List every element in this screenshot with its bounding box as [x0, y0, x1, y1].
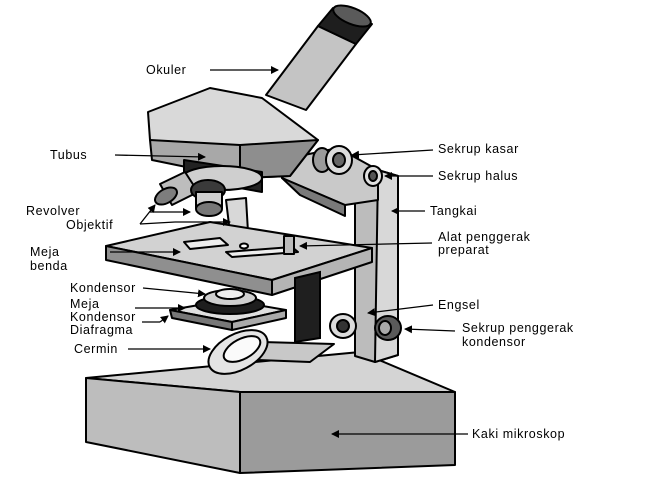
label-sekrup-penggerak-line2: kondensor — [462, 335, 526, 349]
arm — [279, 147, 399, 363]
mirror — [207, 329, 335, 375]
label-okuler: Okuler — [146, 63, 187, 77]
coarse-focus-knob — [312, 145, 353, 175]
fine-focus-knob — [363, 165, 383, 187]
label-sekrup-kasar: Sekrup kasar — [438, 142, 519, 156]
label-tubus: Tubus — [50, 148, 88, 162]
label-diafragma: Diafragma — [70, 323, 134, 337]
label-tangkai: Tangkai — [430, 204, 478, 218]
label-sekrup-halus: Sekrup halus — [438, 169, 519, 183]
label-meja-benda-line1: Meja — [30, 245, 60, 259]
label-sekrup-penggerak-line1: Sekrup penggerak — [462, 321, 574, 335]
label-cermin: Cermin — [74, 342, 118, 356]
label-engsel: Engsel — [438, 298, 480, 312]
stage-pillar — [294, 270, 321, 344]
label-meja-kondensor-line2: Kondensor — [70, 310, 136, 324]
condenser — [169, 288, 287, 331]
condenser-knob — [374, 315, 402, 341]
label-alat-penggerak-line1: Alat penggerak — [438, 230, 531, 244]
label-kaki-mikroskop: Kaki mikroskop — [472, 427, 566, 441]
eyepiece-tube — [265, 4, 373, 111]
base-foot — [85, 351, 456, 474]
specimen-stage — [105, 221, 373, 296]
label-alat-penggerak-line2: preparat — [438, 243, 490, 257]
label-meja-benda-line2: benda — [30, 259, 68, 273]
hinge-knob — [329, 313, 357, 339]
pointer-arrows — [110, 66, 468, 438]
label-objektif: Objektif — [66, 218, 114, 232]
label-kondensor: Kondensor — [70, 281, 136, 295]
label-revolver: Revolver — [26, 204, 81, 218]
objective-lenses — [190, 179, 249, 239]
label-meja-kondensor-line1: Meja — [70, 297, 100, 311]
